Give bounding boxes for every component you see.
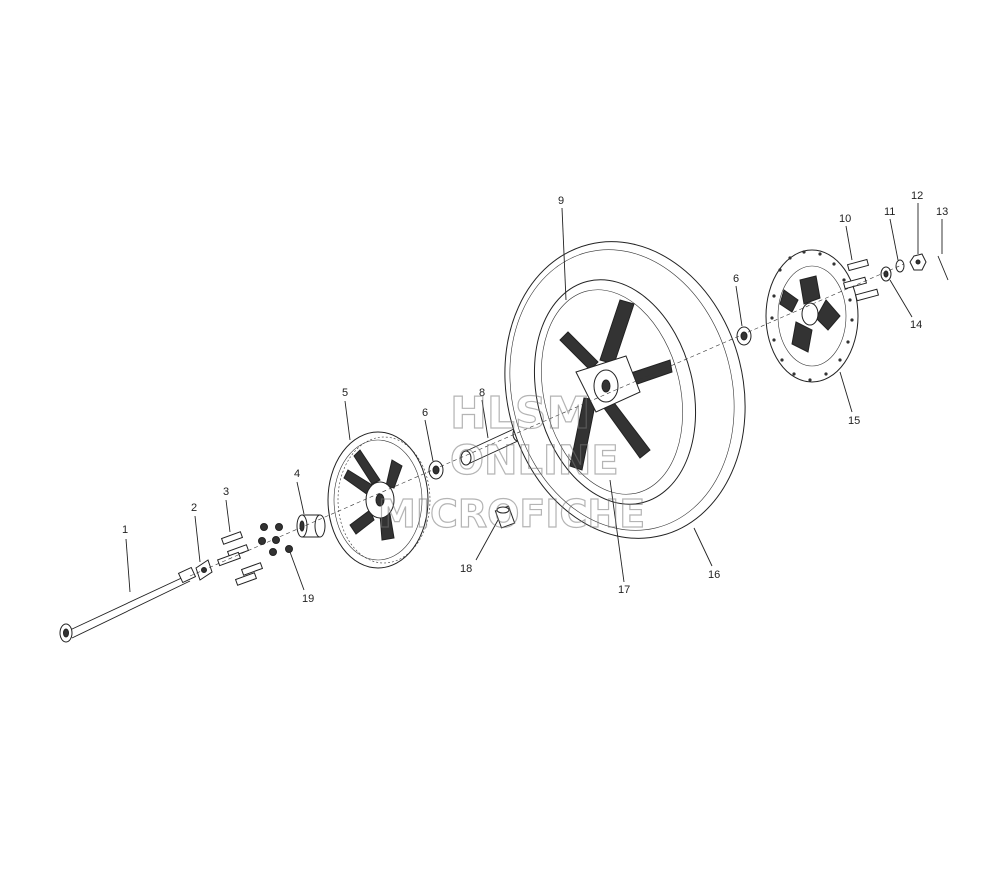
callout-3: 3 <box>223 486 229 498</box>
callout-15: 15 <box>848 415 860 427</box>
callout-2: 2 <box>191 502 197 514</box>
axle-nut <box>909 253 927 271</box>
callout-1: 1 <box>122 524 128 536</box>
watermark-line-2: ONLINE <box>450 438 619 484</box>
callout-4: 4 <box>294 468 300 480</box>
callout-19: 19 <box>302 593 314 605</box>
watermark: HLSM ONLINE MICROFICHE <box>377 387 645 536</box>
callout-16: 16 <box>708 569 720 581</box>
leader-lines <box>125 203 943 593</box>
lock-washers <box>258 523 293 556</box>
wheel-bearing-left <box>428 460 444 480</box>
watermark-line-3: MICROFICHE <box>378 492 645 536</box>
axle <box>59 566 197 643</box>
cast-wheel <box>541 289 683 495</box>
axle-washer <box>895 259 905 273</box>
callout-9: 9 <box>558 195 564 207</box>
callout-13: 13 <box>936 206 948 218</box>
axle-spacer <box>880 266 892 282</box>
callout-18: 18 <box>460 563 472 575</box>
callout-labels: 1 2 3 4 5 6 6 8 9 10 11 12 13 14 15 16 1… <box>122 190 948 605</box>
callout-6-right: 6 <box>733 273 739 285</box>
callout-11: 11 <box>884 206 895 218</box>
valve-stem <box>494 505 516 529</box>
callout-14: 14 <box>910 319 922 331</box>
callout-12: 12 <box>911 190 923 202</box>
callout-17: 17 <box>618 584 630 596</box>
brake-disc <box>765 249 859 383</box>
callout-5: 5 <box>342 387 348 399</box>
callout-6-left: 6 <box>422 407 428 419</box>
callout-10: 10 <box>839 213 851 225</box>
sprocket-bolts <box>216 531 264 586</box>
watermark-line-1: HLSM <box>450 388 590 439</box>
wheel-bearing-right <box>736 326 752 346</box>
spacer <box>296 514 326 538</box>
cotter-pin <box>937 255 949 281</box>
rear-sprocket <box>327 431 431 569</box>
disc-bolts <box>842 258 880 302</box>
callout-8: 8 <box>479 387 485 399</box>
